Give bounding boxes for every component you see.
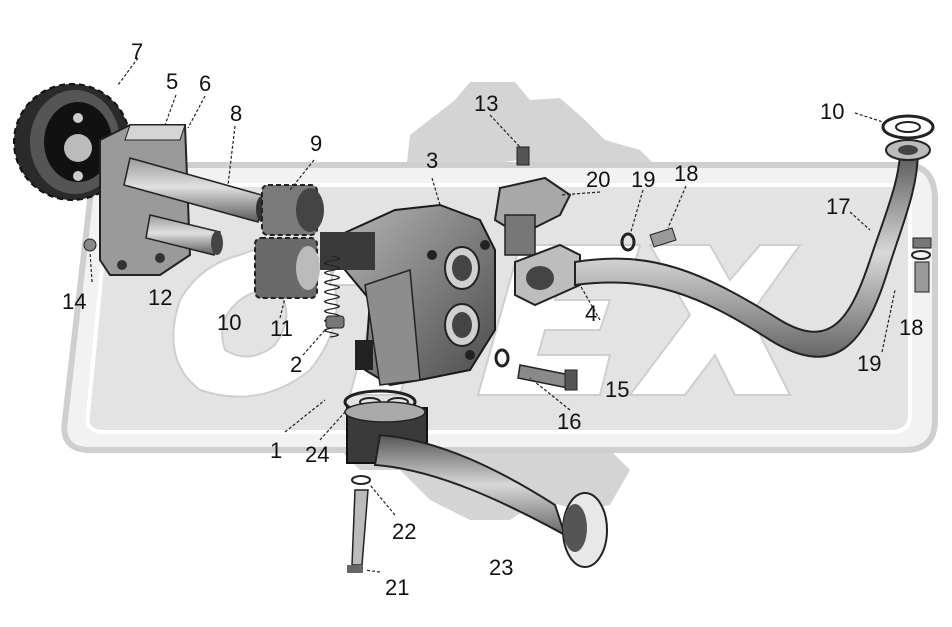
callout-13: 13 bbox=[474, 91, 499, 116]
callout-7: 7 bbox=[131, 39, 144, 64]
bolt-18b bbox=[912, 237, 932, 293]
watermark-logo bbox=[61, 82, 938, 520]
bolt-16 bbox=[517, 364, 578, 391]
callout-10b: 10 bbox=[217, 310, 242, 335]
callout-19b: 19 bbox=[857, 351, 882, 376]
bolt-14 bbox=[83, 238, 97, 252]
gasket-upper bbox=[881, 114, 935, 140]
relief-plug bbox=[325, 315, 345, 329]
callout-16: 16 bbox=[557, 409, 582, 434]
callout-9: 9 bbox=[310, 131, 323, 156]
pump-body bbox=[320, 203, 496, 387]
callout-24: 24 bbox=[305, 442, 330, 467]
bolt-18a bbox=[649, 227, 677, 248]
callout-19a: 19 bbox=[631, 167, 656, 192]
delivery-flange bbox=[514, 243, 581, 307]
idler-shaft bbox=[145, 214, 223, 256]
callout-2: 2 bbox=[290, 352, 303, 377]
callout-17: 17 bbox=[826, 194, 851, 219]
callout-10a: 10 bbox=[820, 99, 845, 124]
callout-22: 22 bbox=[392, 519, 417, 544]
callout-12: 12 bbox=[148, 285, 173, 310]
pump-gear-lower bbox=[254, 237, 320, 299]
pipe-top-flange bbox=[885, 139, 931, 161]
callout-3: 3 bbox=[426, 148, 439, 173]
callout-23: 23 bbox=[489, 555, 514, 580]
intake-pipe bbox=[344, 401, 608, 568]
callout-21: 21 bbox=[385, 575, 410, 600]
callout-15: 15 bbox=[605, 377, 630, 402]
callout-4: 4 bbox=[585, 301, 598, 326]
dowel-pin bbox=[516, 146, 530, 166]
outlet-boss bbox=[493, 176, 572, 256]
washer-19b bbox=[911, 250, 931, 260]
callout-8: 8 bbox=[230, 101, 243, 126]
washer-22 bbox=[351, 475, 371, 485]
washer-19a bbox=[620, 232, 636, 252]
pump-gear-upper bbox=[261, 184, 324, 236]
callout-18b: 18 bbox=[899, 315, 924, 340]
callout-14: 14 bbox=[62, 289, 87, 314]
leader-lines bbox=[89, 57, 896, 573]
washer-15 bbox=[494, 348, 510, 368]
callout-1: 1 bbox=[270, 438, 283, 463]
bolt-21 bbox=[347, 489, 369, 573]
callout-6: 6 bbox=[199, 71, 212, 96]
callout-11: 11 bbox=[270, 316, 293, 341]
callout-18a: 18 bbox=[674, 161, 699, 186]
callout-20: 20 bbox=[586, 167, 611, 192]
callout-5: 5 bbox=[166, 69, 179, 94]
